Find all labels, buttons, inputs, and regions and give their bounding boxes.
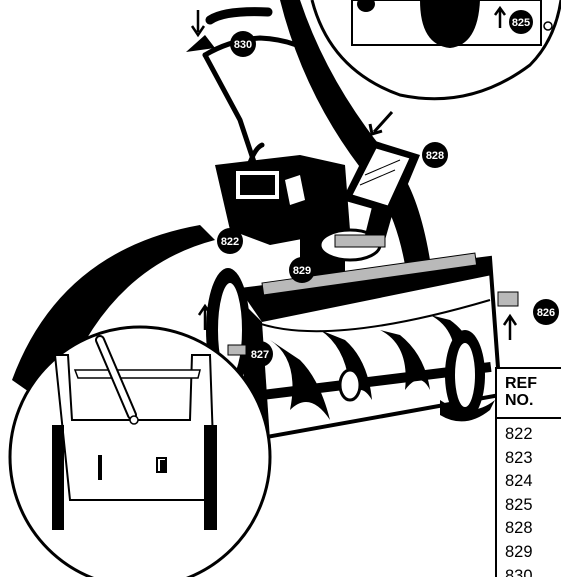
ref-table-rows: 822 823 824 825 828 829 830 — [497, 419, 561, 577]
ref-row: 824 — [505, 472, 533, 491]
down-arrow-icon — [368, 110, 394, 136]
ref-table-header: REF NO. — [497, 369, 561, 419]
svg-text:822: 822 — [221, 236, 239, 248]
ref-row: 830 — [505, 566, 533, 577]
ref-row: 828 — [505, 519, 533, 538]
lever-icon — [186, 35, 215, 52]
ref-row: 829 — [505, 542, 533, 561]
bottom-detail-magnifier — [8, 325, 272, 577]
callout-826: 826 — [533, 299, 559, 325]
up-arrow-icon — [493, 5, 507, 28]
ref-row: 822 — [505, 425, 533, 443]
svg-text:828: 828 — [426, 150, 444, 162]
ref-header-line2: NO. — [505, 392, 534, 409]
svg-text:829: 829 — [293, 265, 311, 277]
ref-row: 823 — [505, 448, 533, 467]
engine — [215, 155, 395, 280]
ref-number-table: REF NO. 822 823 824 825 828 829 830 — [495, 367, 561, 577]
decal-826-strip — [497, 291, 519, 307]
callout-827: 827 — [247, 341, 273, 367]
discharge-chute — [342, 140, 420, 215]
up-arrow-icon — [502, 313, 518, 340]
svg-text:827: 827 — [251, 349, 269, 361]
callout-829: 829 — [289, 257, 315, 283]
down-arrow-icon — [190, 10, 206, 38]
svg-text:825: 825 — [512, 17, 530, 29]
svg-text:826: 826 — [537, 307, 555, 319]
callout-828: 828 — [422, 142, 448, 168]
up-arrow-icon — [197, 303, 213, 330]
callout-822: 822 — [217, 228, 243, 254]
decal-827-strip — [227, 344, 247, 356]
svg-text:830: 830 — [234, 39, 252, 51]
callout-830: 830 — [230, 31, 256, 57]
ref-header-line1: REF — [505, 375, 537, 392]
decal-822-strip — [334, 234, 386, 248]
callout-825: 825 — [509, 10, 533, 34]
ref-row: 825 — [505, 495, 533, 514]
